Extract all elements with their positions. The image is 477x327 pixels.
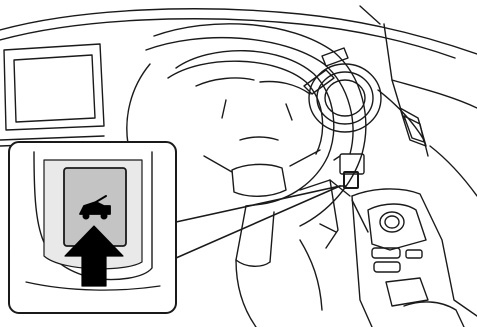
center-console-display (0, 44, 104, 146)
center-console (352, 189, 477, 327)
door-trim (360, 6, 477, 196)
